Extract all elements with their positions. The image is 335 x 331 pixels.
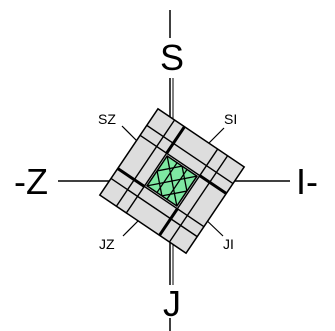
northwest-label: SZ bbox=[98, 111, 116, 127]
tile-thick-strokes bbox=[116, 125, 228, 237]
southwest-label: JZ bbox=[99, 236, 115, 252]
west-label: -Z bbox=[14, 161, 48, 202]
northeast-label: SI bbox=[224, 111, 237, 127]
north-label: S bbox=[160, 37, 184, 78]
south-label: J bbox=[163, 283, 181, 324]
tile-block bbox=[98, 107, 246, 255]
east-label: I- bbox=[296, 161, 318, 202]
southeast-label: JI bbox=[223, 236, 234, 252]
center-hatching bbox=[146, 155, 198, 207]
